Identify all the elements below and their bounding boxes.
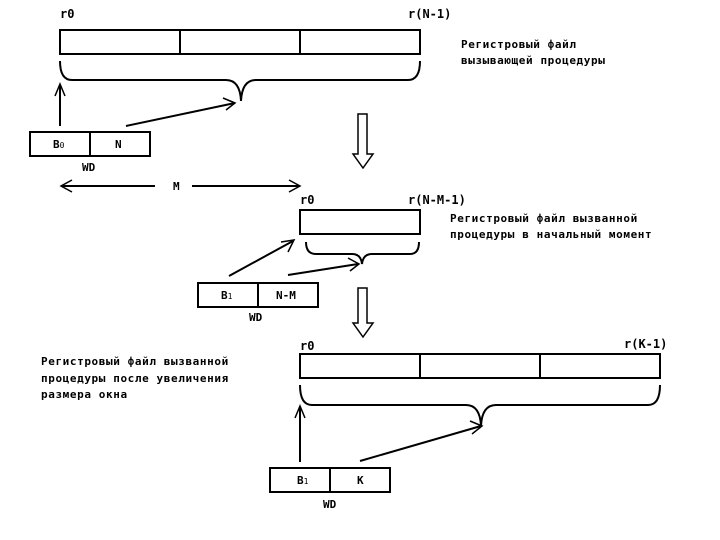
caller-r0-label: r0 [60, 7, 74, 21]
callee-initial-caption-line-2: процедуры в начальный момент [450, 228, 652, 241]
caller-brace [59, 60, 421, 102]
arrowhead-icon [469, 420, 484, 435]
arrowhead-icon [280, 239, 296, 253]
arrowhead-icon [54, 82, 66, 97]
callee-expanded-rlast-label: r(K-1) [624, 337, 667, 351]
window-descriptor-1: B1 N-M WD [197, 282, 319, 324]
wd2-base: B1 [297, 474, 309, 487]
callee-expanded-caption-line-3: размера окна [41, 388, 128, 401]
size-pointer-arrow [287, 263, 359, 276]
arrowhead-icon [294, 404, 306, 419]
transition-down-arrow-icon [351, 113, 375, 170]
size-pointer-arrow [125, 102, 236, 127]
callee-expanded-brace [299, 384, 661, 427]
caller-rlast-label: r(N-1) [408, 7, 451, 21]
arrowhead-icon [347, 257, 361, 272]
callee-initial-brace [305, 241, 420, 265]
wd1-base: B1 [221, 289, 233, 302]
wd2-size: K [357, 474, 364, 487]
callee-initial-caption-line-1: Регистровый файл вызванной [450, 212, 638, 225]
wd1-size: N-M [276, 289, 296, 302]
shift-label: M [173, 180, 180, 193]
wd2-label: WD [323, 498, 337, 511]
callee-expanded-register-bar [299, 353, 661, 379]
wd0-size: N [115, 138, 122, 151]
transition-down-arrow-icon [351, 287, 375, 339]
callee-expanded-register-file: r0 r(K-1) Регистровый файл вызванной про… [41, 337, 667, 427]
base-pointer-arrow [228, 240, 294, 277]
wd0-base: B0 [53, 138, 65, 151]
callee-expanded-r0-label: r0 [300, 339, 314, 353]
callee-initial-rlast-label: r(N-M-1) [408, 193, 466, 207]
callee-expanded-caption-line-1: Регистровый файл вызванной [41, 355, 229, 368]
size-pointer-arrow [359, 425, 482, 462]
window-descriptor-2: B1 K WD [269, 467, 391, 511]
caller-caption-line-1: Регистровый файл [461, 38, 577, 51]
caller-caption-line-2: вызывающей процедуры [461, 54, 605, 67]
arrowhead-left-icon [59, 179, 73, 193]
callee-initial-register-bar [299, 209, 421, 235]
wd1-label: WD [249, 311, 263, 324]
callee-initial-register-file: r0 r(N-M-1) Регистровый файл вызванной п… [299, 193, 652, 265]
window-descriptor-0: B0 N WD [29, 131, 151, 174]
wd0-label: WD [82, 161, 96, 174]
arrowhead-icon [222, 97, 237, 111]
callee-expanded-caption-line-2: процедуры после увеличения [41, 372, 229, 385]
caller-register-file: r0 r(N-1) Регистровый файл вызывающей пр… [59, 7, 605, 102]
arrowhead-right-icon [288, 179, 302, 193]
caller-register-bar [59, 29, 421, 55]
callee-initial-r0-label: r0 [300, 193, 314, 207]
window-shift-indicator: M [59, 179, 302, 193]
